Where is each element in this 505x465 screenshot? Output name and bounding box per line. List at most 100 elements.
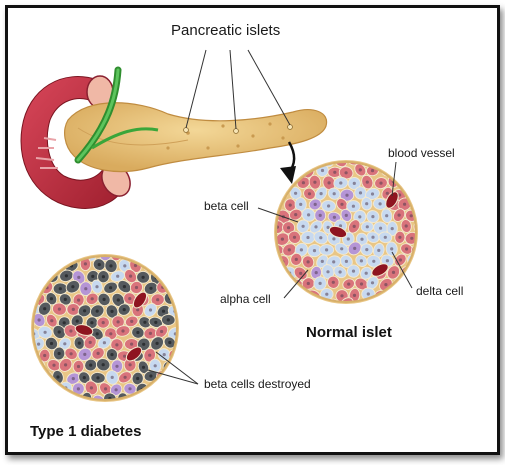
cell-nucleus [339,181,343,185]
cell-nucleus [116,274,120,278]
cell-nucleus [358,168,362,172]
cell-nucleus [58,264,62,269]
cell-nucleus [398,258,402,262]
cell-nucleus [71,307,75,311]
cell-nucleus [331,280,335,284]
cell-nucleus [148,353,152,357]
pancreatic-duct [74,66,159,164]
cell-nucleus [318,281,322,285]
label-leaders [147,161,413,385]
cell-nucleus [130,342,134,346]
cell-nucleus [63,297,67,301]
cell-nucleus [410,236,414,240]
title-leaders [185,49,291,130]
cell-nucleus [366,162,370,163]
cell-nucleus [83,262,87,266]
caption-type-1-diabetes: Type 1 diabetes [30,423,142,440]
cell-nucleus [101,321,105,325]
cell-nucleus [351,204,355,208]
cell-nucleus [365,180,369,184]
cell-nucleus [71,285,75,289]
cell-nucleus [110,309,114,313]
cell-nucleus [353,246,357,250]
cell-nucleus [136,308,140,312]
duodenum [20,75,131,209]
cell-nucleus [161,309,166,313]
cell-nucleus [306,235,310,240]
cell-nucleus [26,321,29,324]
cell-nucleus [49,297,54,301]
cell-nucleus [52,363,56,367]
cell-nucleus [292,235,297,239]
cell-nucleus [365,248,369,252]
cell-nucleus [115,364,119,368]
cell-nucleus [122,308,126,312]
cell-nucleus [332,192,336,196]
cell-nucleus [123,375,127,379]
cell-nucleus [312,249,317,253]
cell-nucleus [133,263,138,268]
cell-nucleus [287,226,291,230]
cell-nucleus [102,297,106,301]
cell-nucleus [359,282,364,286]
cell-nucleus [340,247,344,251]
cell-nucleus [294,191,298,195]
cell-nucleus [366,292,370,296]
cell-nucleus [332,215,336,219]
figure-frame: Pancreatic islets blood vessel beta cell… [5,5,500,455]
cell-nucleus [320,168,325,173]
cell-nucleus [344,259,348,263]
islet-cell [92,394,106,400]
cell-nucleus [57,351,61,356]
cell-nucleus [82,376,86,380]
cell-nucleus [364,271,368,275]
cell-nucleus [43,307,47,311]
cell-nucleus [75,319,79,323]
cell-nucleus [173,353,177,357]
cell-nucleus [338,270,342,274]
cell-nucleus [63,342,67,346]
cell-nucleus [50,319,54,323]
cell-nucleus [96,351,100,355]
cell-nucleus [37,318,41,322]
cell-nucleus [352,181,356,185]
cell-nucleus [379,181,383,185]
cell-nucleus [384,283,388,287]
cell-nucleus [129,274,133,278]
cell-nucleus [299,202,303,206]
cell-nucleus [148,264,152,268]
cell-nucleus [69,329,73,333]
zoom-arrow [280,141,296,184]
label-beta-cells-destroyed: beta cells destroyed [204,377,311,391]
cell-nucleus [77,341,81,345]
cell-nucleus [37,342,41,346]
cell-nucleus [156,298,160,302]
islet-markers [183,124,293,134]
cell-nucleus [398,235,402,239]
cell-nucleus [325,248,329,252]
islet-cell [98,256,112,262]
cell-nucleus [383,235,387,239]
cell-nucleus [370,169,375,173]
label-blood-vessel: blood vessel [388,146,455,160]
cell-nucleus [365,202,369,206]
cell-nucleus [385,214,389,218]
cell-nucleus [43,330,47,334]
cell-nucleus [49,341,54,346]
cell-nucleus [123,264,127,268]
cell-nucleus [352,224,356,228]
pancreas [64,102,328,173]
cell-nucleus [110,353,114,357]
cell-nucleus [318,213,322,217]
cell-nucleus [136,330,140,335]
cell-nucleus [332,304,335,307]
cell-nucleus [280,237,284,241]
cell-nucleus [64,274,68,278]
cell-nucleus [89,386,93,390]
cell-nucleus [287,248,291,252]
cell-nucleus [307,192,312,196]
cell-nucleus [77,275,81,279]
cell-nucleus [359,259,363,263]
cell-nucleus [327,204,331,208]
cell-nucleus [58,287,62,291]
